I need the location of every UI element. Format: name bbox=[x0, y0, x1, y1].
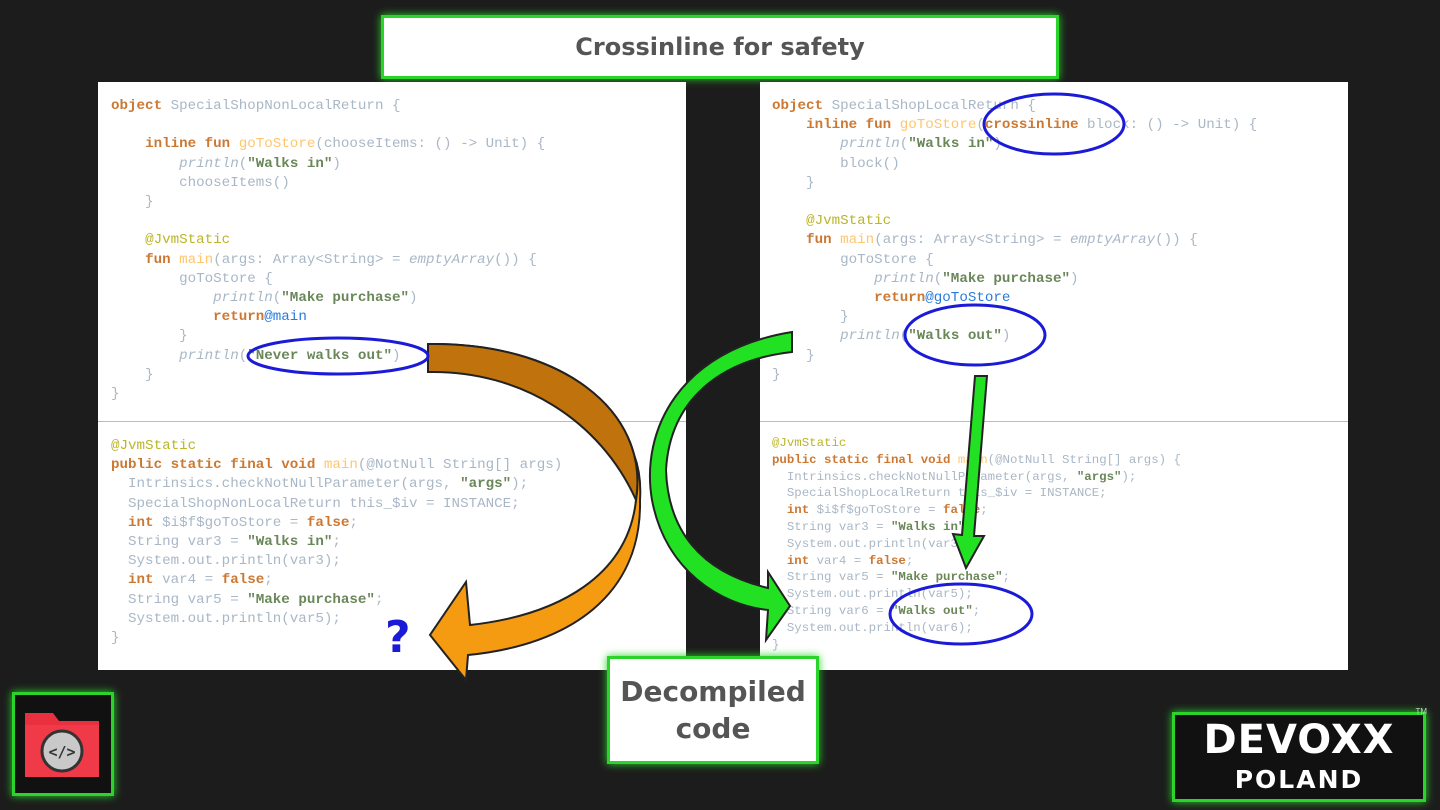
logo-line2: POLAND bbox=[1234, 765, 1364, 794]
right-decompiled-source: @JvmStatic public static final void main… bbox=[772, 436, 1181, 652]
code-folder-icon: </> bbox=[12, 692, 114, 796]
green-straight-arrow bbox=[951, 375, 989, 571]
slide-title: Crossinline for safety bbox=[381, 15, 1059, 79]
right-code-panel: object SpecialShopLocalReturn { inline f… bbox=[760, 82, 1348, 670]
highlight-never-walks-out bbox=[246, 336, 430, 376]
logo-trademark: TM bbox=[1415, 707, 1427, 716]
left-separator bbox=[98, 421, 686, 422]
logo-line1: DEVOXX bbox=[1203, 717, 1395, 763]
devoxx-poland-logo: DEVOXX POLAND TM bbox=[1172, 707, 1427, 802]
svg-text:</>: </> bbox=[48, 743, 75, 761]
orange-arrow-shade bbox=[427, 342, 639, 504]
highlight-var6 bbox=[888, 582, 1034, 646]
right-kotlin-source: object SpecialShopLocalReturn { inline f… bbox=[772, 98, 1258, 383]
left-code-panel: object SpecialShopNonLocalReturn { inlin… bbox=[98, 82, 686, 670]
right-separator bbox=[760, 421, 1348, 422]
left-decompiled-source: @JvmStatic public static final void main… bbox=[111, 438, 563, 647]
left-kotlin-source: object SpecialShopNonLocalReturn { inlin… bbox=[111, 98, 546, 403]
decompiled-label-line2: code bbox=[675, 712, 751, 745]
question-mark: ? bbox=[385, 612, 411, 663]
highlight-crossinline bbox=[982, 92, 1126, 156]
decompiled-label-line1: Decompiled bbox=[620, 675, 806, 708]
green-flow-arrow bbox=[648, 330, 793, 644]
highlight-walks-out bbox=[903, 303, 1047, 367]
decompiled-code-label: Decompiled code bbox=[607, 656, 819, 764]
